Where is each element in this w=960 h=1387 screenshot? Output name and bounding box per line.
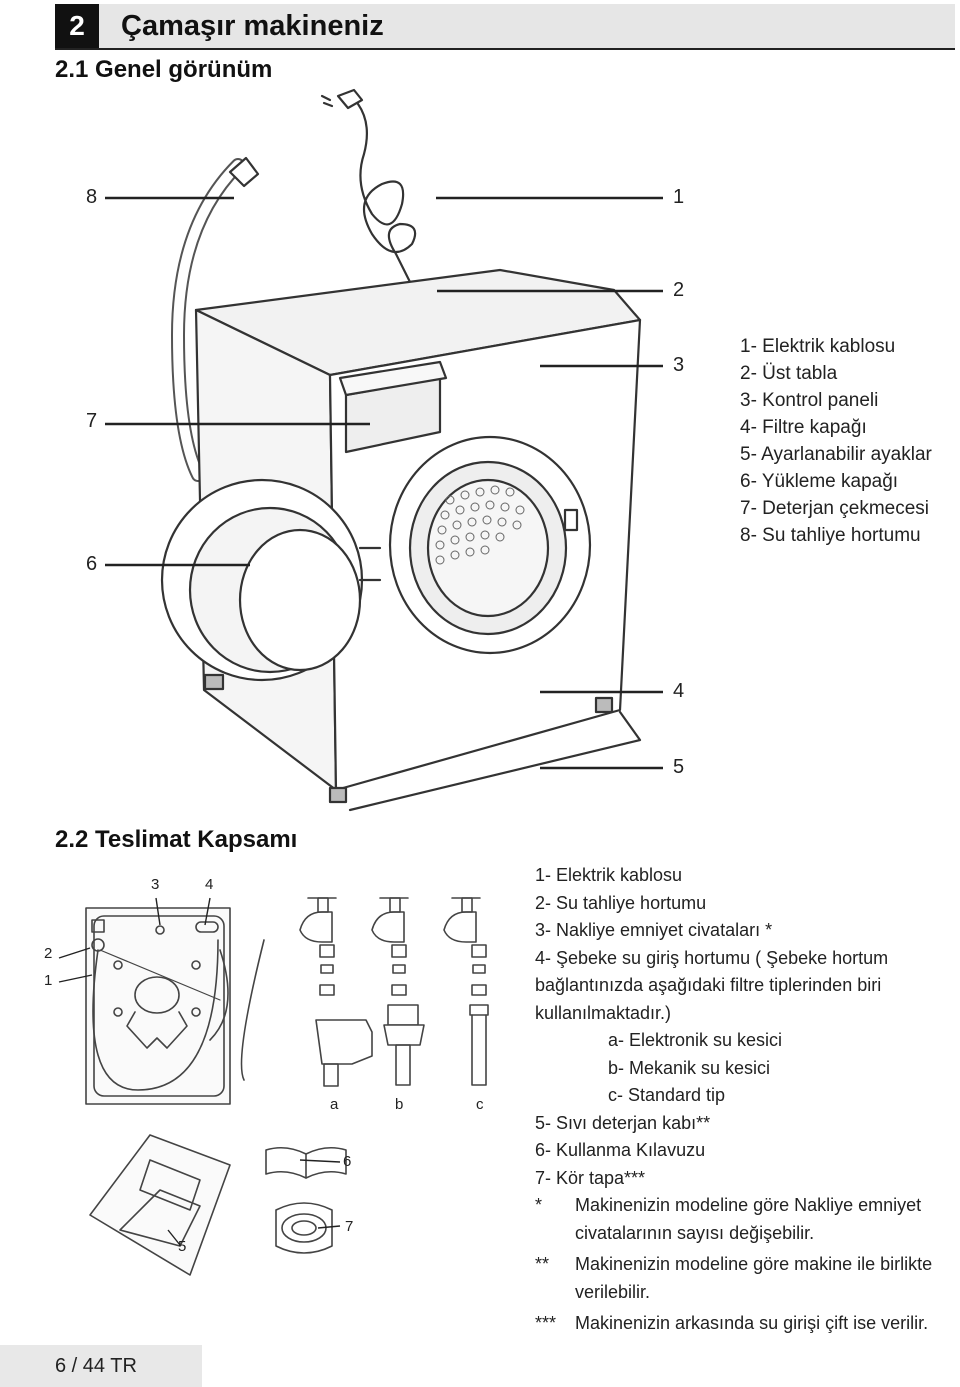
fig-label-c: c	[476, 1096, 484, 1113]
callout-3: 3	[673, 354, 685, 376]
footnote: *** Makinenizin arkasında su girişi çift…	[535, 1310, 955, 1338]
list-item: 3- Nakliye emniyet civataları *	[535, 920, 773, 940]
legend-item: 4- Filtre kapağı	[740, 417, 867, 438]
list-item: 2- Su tahliye hortumu	[535, 892, 707, 913]
footnote: * Makinenizin modeline göre Nakliye emni…	[535, 1192, 955, 1247]
fig-label-1: 1	[44, 972, 53, 989]
fig-label-a: a	[330, 1096, 339, 1113]
footnote-text: Makinenizin modeline göre makine ile bir…	[575, 1254, 933, 1302]
chapter-header: 2 Çamaşır makineniz	[55, 4, 955, 50]
legend-item: 6- Yükleme kapağı	[740, 471, 899, 492]
page-number: 6 / 44 TR	[55, 1355, 137, 1378]
legend-item: 1- Elektrik kablosu	[740, 336, 896, 357]
general-view-legend: 1- Elektrik kablosu 2- Üst tabla 3- Kont…	[740, 333, 932, 549]
footnote-text: Makinenizin modeline göre Nakliye emniye…	[575, 1195, 922, 1243]
legend-item: 5- Ayarlanabilir ayaklar	[740, 444, 932, 465]
legend-item: 8- Su tahliye hortumu	[740, 525, 921, 546]
list-item: 5- Sıvı deterjan kabı**	[535, 1112, 711, 1133]
footnote: ** Makinenizin modeline göre makine ile …	[535, 1251, 955, 1306]
footnote-mark: ***	[535, 1313, 557, 1333]
footnote-text: Makinenizin arkasında su girişi çift ise…	[575, 1313, 929, 1333]
fig-label-b: b	[395, 1096, 404, 1113]
callout-2: 2	[673, 279, 685, 301]
callout-6: 6	[86, 553, 98, 575]
list-subitem: a- Elektronik su kesici	[608, 1030, 783, 1050]
chapter-number: 2	[55, 4, 99, 48]
list-item: 4- Şebeke su giriş hortumu ( Şebeke hort…	[535, 947, 889, 1023]
fig-label-6: 6	[343, 1153, 352, 1170]
legend-item: 3- Kontrol paneli	[740, 390, 879, 411]
list-subitem: c- Standard tip	[608, 1085, 726, 1105]
language-code: TR	[110, 1355, 137, 1377]
callout-8: 8	[86, 186, 98, 208]
fig-label-4: 4	[205, 876, 214, 893]
list-item: 1- Elektrik kablosu	[535, 865, 683, 885]
delivery-contents-list: 1- Elektrik kablosu 2- Su tahliye hortum…	[535, 862, 955, 1338]
legend-item: 2- Üst tabla	[740, 363, 838, 384]
fig-label-5: 5	[178, 1238, 187, 1255]
section-title-delivery: 2.2 Teslimat Kapsamı	[55, 826, 298, 853]
list-item: 7- Kör tapa***	[535, 1167, 646, 1188]
list-item: 6- Kullanma Kılavuzu	[535, 1140, 706, 1160]
section-title-general-view: 2.1 Genel görünüm	[55, 56, 273, 83]
callout-1: 1	[673, 186, 685, 208]
page-footer: 6 / 44 TR	[0, 1345, 202, 1387]
page-number-value: 6 / 44	[55, 1355, 106, 1377]
legend-item: 7- Deterjan çekmecesi	[740, 498, 930, 519]
washing-machine-illustration	[105, 88, 663, 812]
fig-label-7: 7	[345, 1218, 354, 1235]
callout-7: 7	[86, 410, 98, 432]
callout-5: 5	[673, 756, 685, 778]
callout-4: 4	[673, 680, 685, 702]
footnote-mark: *	[535, 1195, 543, 1215]
chapter-title: Çamaşır makineniz	[121, 10, 384, 42]
fig-label-3: 3	[151, 876, 160, 893]
list-subitem: b- Mekanik su kesici	[608, 1057, 771, 1078]
footnote-mark: **	[535, 1254, 550, 1274]
fig-label-2: 2	[44, 945, 53, 962]
